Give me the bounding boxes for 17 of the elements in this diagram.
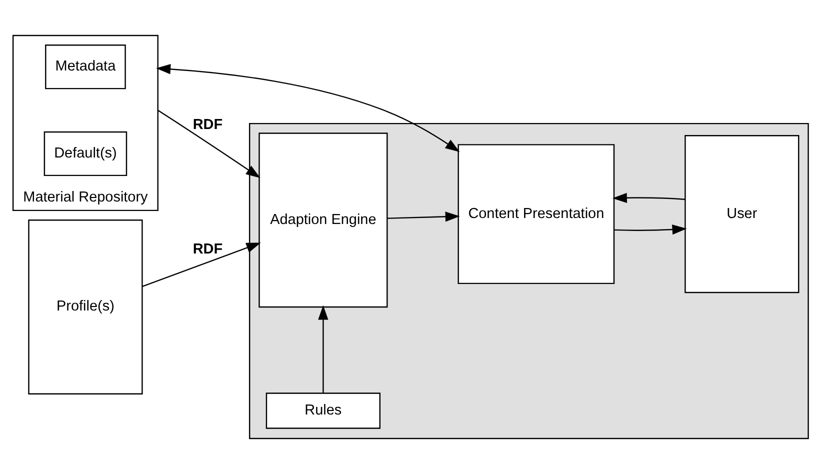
node-box: Adaption Engine [258,132,388,308]
node-box: Content Presentation [458,144,615,284]
arrow [142,242,261,287]
arrow [158,110,260,178]
arrow [612,192,685,203]
node-box: User [684,135,800,294]
node-box: Profile(s) [28,220,143,394]
node-box: Metadata [45,44,126,90]
arrow [388,212,460,222]
cluster [248,122,809,440]
arrow [156,64,460,152]
arrow [318,305,328,394]
node-box: Default(s) [44,131,128,176]
node-box: Rules [266,392,380,429]
edge-label: RDF [192,117,223,134]
arrow [614,224,687,235]
edge-label: RDF [192,241,223,258]
